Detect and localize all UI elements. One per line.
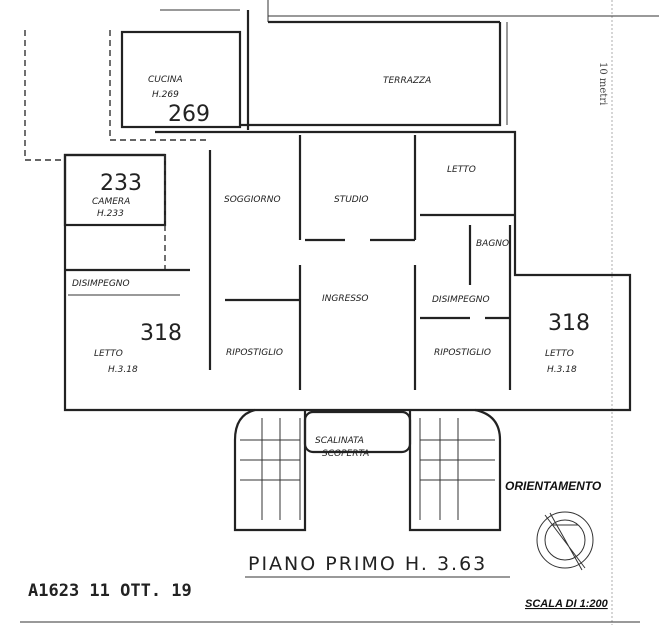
walls: [24, 0, 659, 625]
soggiorno-label: SOGGIORNO: [224, 195, 281, 205]
camera-label: CAMERA: [92, 197, 130, 207]
bagno-label: BAGNO: [476, 239, 509, 249]
north-arrow-icon: [536, 511, 594, 571]
ripostiglio-left-label: RIPOSTIGLIO: [226, 348, 283, 358]
ripostiglio-right-label: RIPOSTIGLIO: [434, 348, 491, 358]
scale-label: SCALA DI 1:200: [525, 598, 609, 610]
camera-height: H.233: [97, 209, 124, 219]
room-labels: CUCINA H.269 269 TERRAZZA 233 CAMERA H.2…: [72, 75, 590, 459]
scale-bar-label: 10 metri: [597, 62, 608, 105]
letto-left-height: H.3.18: [108, 365, 138, 375]
ingresso-label: INGRESSO: [322, 294, 369, 304]
registration-stamp: A1623 11 OTT. 19: [28, 581, 192, 601]
studio-label: STUDIO: [334, 195, 368, 205]
letto-left-number: 318: [140, 321, 182, 346]
letto-right-height: H.3.18: [547, 365, 577, 375]
letto-left-label: LETTO: [94, 349, 123, 359]
disimpegno-left-label: DISIMPEGNO: [72, 279, 130, 289]
scalinata-label: SCALINATA: [315, 436, 364, 446]
letto-top-label: LETTO: [447, 165, 476, 175]
camera-number: 233: [100, 171, 142, 196]
cucina-height: H.269: [152, 90, 179, 100]
terrazza-label: TERRAZZA: [383, 76, 431, 86]
plan-title: PIANO PRIMO H. 3.63: [248, 553, 487, 575]
cucina-number: 269: [168, 102, 210, 127]
disimpegno-right-label: DISIMPEGNO: [432, 295, 490, 305]
letto-right-number: 318: [548, 311, 590, 336]
cucina-label: CUCINA: [148, 75, 183, 85]
letto-right-label: LETTO: [545, 349, 574, 359]
scalinata-sub-label: SCOPERTA: [322, 449, 369, 459]
orientation-label: ORIENTAMENTO: [505, 479, 602, 493]
